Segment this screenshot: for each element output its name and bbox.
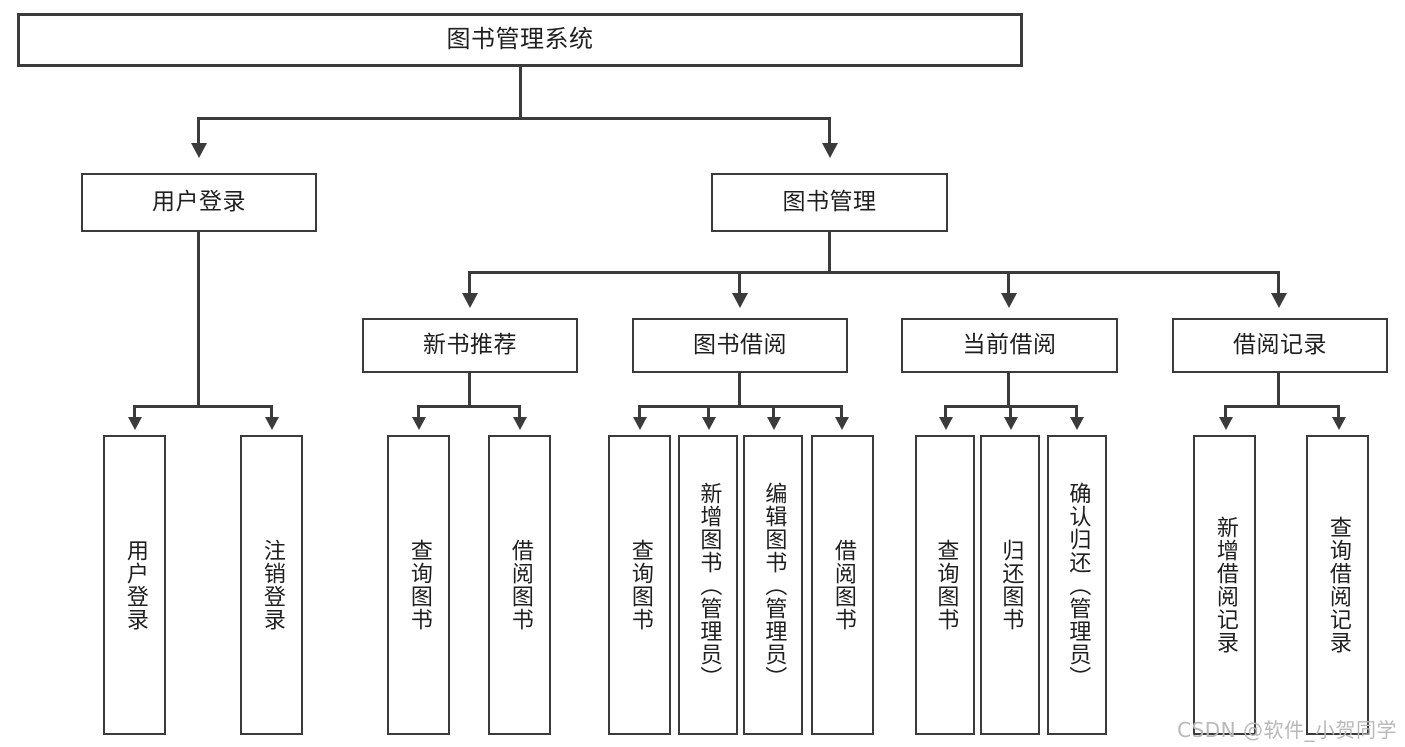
arrowhead-current-borrow — [1000, 293, 1017, 308]
arrowhead-book-mgmt — [821, 143, 838, 158]
node-new-book-recommend[interactable]: 新书推荐 — [362, 318, 578, 373]
leaf-current-return[interactable]: 归还图书 — [980, 435, 1040, 735]
connector-bm-to-record — [1277, 271, 1280, 293]
arrowhead-leaf-cb-0 — [938, 417, 953, 430]
leaf-user-login-login[interactable]: 用户登录 — [103, 435, 166, 735]
connector-user-login-child-1 — [270, 405, 273, 417]
node-book-management[interactable]: 图书管理 — [711, 173, 948, 232]
node-label: 图书借阅 — [693, 332, 787, 359]
arrowhead-leaf-user-login-0 — [127, 417, 142, 430]
leaf-borrow-edit-book[interactable]: 编辑图书（管理员） — [743, 435, 803, 735]
node-label: 当前借阅 — [962, 332, 1057, 359]
arrowhead-borrow-record — [1270, 293, 1287, 308]
arrowhead-leaf-bb-3 — [834, 417, 849, 430]
node-label: 用户登录 — [122, 539, 148, 631]
node-label: 查询图书 — [627, 539, 653, 631]
arrowhead-leaf-nbr-1 — [512, 417, 527, 430]
leaf-current-query[interactable]: 查询图书 — [915, 435, 975, 735]
connector-bb-child-3 — [840, 405, 843, 417]
leaf-record-add[interactable]: 新增借阅记录 — [1193, 435, 1256, 735]
node-root-system[interactable]: 图书管理系统 — [17, 13, 1023, 67]
leaf-record-query[interactable]: 查询借阅记录 — [1306, 435, 1369, 735]
node-borrow-record[interactable]: 借阅记录 — [1172, 318, 1388, 373]
arrowhead-leaf-br-0 — [1218, 417, 1233, 430]
leaf-borrow-add-book[interactable]: 新增图书（管理员） — [678, 435, 738, 735]
node-label: 归还图书 — [998, 539, 1024, 631]
connector-nbr-bus — [417, 405, 521, 408]
connector-user-login-bus — [133, 405, 273, 408]
node-label: 用户登录 — [152, 189, 246, 216]
node-label: 新书推荐 — [423, 332, 517, 359]
connector-bb-child-0 — [638, 405, 641, 417]
node-label: 新增图书（管理员） — [696, 481, 722, 689]
arrowhead-leaf-user-login-1 — [264, 417, 279, 430]
arrowhead-book-borrow — [731, 293, 748, 308]
node-user-login[interactable]: 用户登录 — [81, 173, 317, 232]
connector-bm-to-new-book — [468, 271, 471, 293]
connector-nbr-child-1 — [518, 405, 521, 417]
node-label: 借阅图书 — [830, 539, 856, 631]
node-book-borrow[interactable]: 图书借阅 — [632, 318, 848, 373]
connector-bb-stem — [738, 373, 741, 408]
connector-user-login-stem — [197, 232, 200, 408]
connector-br-child-1 — [1337, 405, 1340, 417]
leaf-current-confirm-return[interactable]: 确认归还（管理员） — [1047, 435, 1107, 735]
leaf-new-book-borrow[interactable]: 借阅图书 — [488, 435, 551, 735]
arrowhead-leaf-br-1 — [1331, 417, 1346, 430]
node-label: 查询图书 — [406, 539, 432, 631]
connector-root-bus — [197, 117, 830, 120]
leaf-borrow-borrow-book[interactable]: 借阅图书 — [811, 435, 874, 735]
connector-user-login-child-0 — [133, 405, 136, 417]
arrowhead-leaf-cb-2 — [1069, 417, 1084, 430]
node-current-borrow[interactable]: 当前借阅 — [901, 318, 1118, 373]
connector-root-to-user-login — [197, 117, 200, 143]
leaf-user-login-logout[interactable]: 注销登录 — [240, 435, 303, 735]
arrowhead-leaf-bb-1 — [701, 417, 716, 430]
node-label: 确认归还（管理员） — [1065, 481, 1091, 689]
arrowhead-leaf-bb-2 — [766, 417, 781, 430]
connector-bb-bus — [638, 405, 843, 408]
leaf-new-book-query[interactable]: 查询图书 — [387, 435, 450, 735]
node-label: 注销登录 — [259, 539, 285, 631]
connector-root-to-book-mgmt — [828, 117, 831, 143]
node-label: 借阅记录 — [1233, 332, 1327, 359]
node-label: 查询借阅记录 — [1325, 516, 1351, 654]
node-label: 借阅图书 — [507, 539, 533, 631]
connector-nbr-stem — [468, 373, 471, 408]
connector-bb-child-2 — [772, 405, 775, 417]
connector-cb-child-2 — [1075, 405, 1078, 417]
arrowhead-user-login — [190, 143, 207, 158]
connector-nbr-child-0 — [417, 405, 420, 417]
connector-bm-to-borrow — [738, 271, 741, 293]
connector-root-stem — [518, 67, 522, 117]
connector-cb-child-0 — [944, 405, 947, 417]
arrowhead-new-book-recommend — [461, 293, 478, 308]
arrowhead-leaf-nbr-0 — [411, 417, 426, 430]
connector-bm-to-current — [1007, 271, 1010, 293]
connector-cb-child-1 — [1009, 405, 1012, 417]
node-label: 编辑图书（管理员） — [761, 481, 787, 689]
node-label: 图书管理 — [782, 189, 877, 216]
node-label: 查询图书 — [933, 539, 959, 631]
connector-br-bus — [1224, 405, 1340, 408]
arrowhead-leaf-cb-1 — [1003, 417, 1018, 430]
node-label: 新增借阅记录 — [1212, 516, 1238, 654]
node-label: 图书管理系统 — [446, 25, 594, 54]
connector-br-child-0 — [1224, 405, 1227, 417]
connector-bb-child-1 — [707, 405, 710, 417]
connector-book-mgmt-stem — [828, 232, 831, 273]
connector-book-mgmt-bus — [468, 271, 1280, 274]
connector-cb-stem — [1007, 373, 1010, 408]
connector-br-stem — [1277, 373, 1280, 408]
leaf-borrow-query[interactable]: 查询图书 — [608, 435, 671, 735]
arrowhead-leaf-bb-0 — [632, 417, 647, 430]
